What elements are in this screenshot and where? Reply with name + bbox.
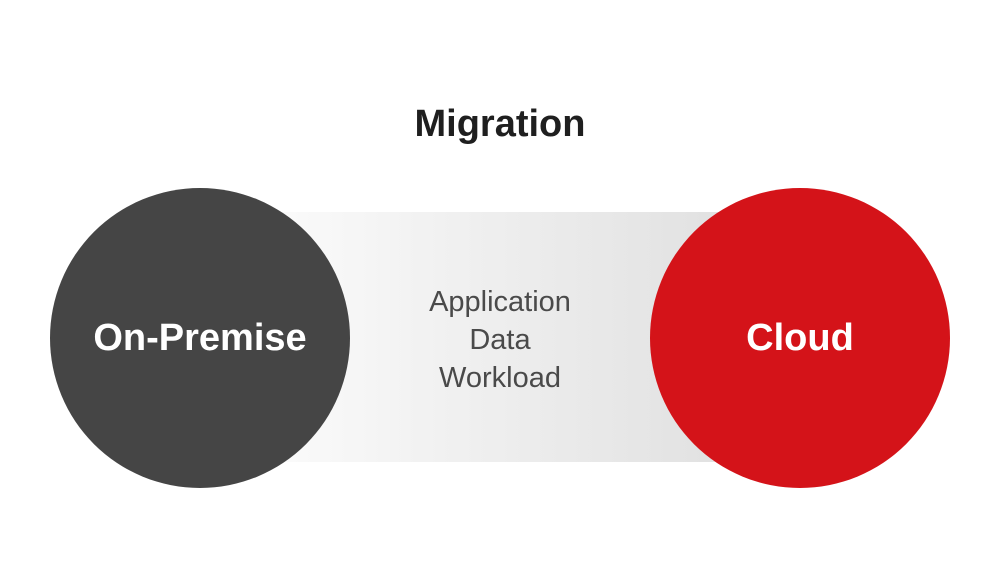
transfer-items-list: Application Data Workload [300,283,700,397]
on-premise-label: On-Premise [93,317,307,359]
diagram-title: Migration [414,103,586,145]
transfer-item-application: Application [429,286,571,318]
cloud-label: Cloud [746,317,854,359]
transfer-item-data: Data [469,324,531,356]
transfer-item-workload: Workload [439,362,561,394]
on-premise-circle: On-Premise [50,188,350,488]
cloud-circle: Cloud [650,188,950,488]
